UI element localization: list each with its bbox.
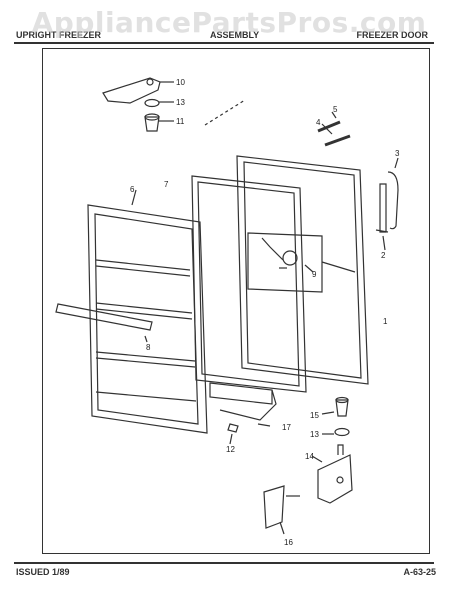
header-assembly: ASSEMBLY — [210, 30, 260, 40]
issued-date: ISSUED 1/89 — [16, 567, 70, 577]
callout-5: 5 — [333, 105, 338, 114]
bottom-washer — [334, 427, 350, 437]
latch-assembly — [282, 250, 298, 266]
callout-16: 16 — [284, 538, 293, 547]
callout-10: 10 — [176, 78, 185, 87]
callout-9: 9 — [312, 270, 317, 279]
door-shelf-bar — [55, 303, 153, 331]
callout-1: 1 — [383, 317, 388, 326]
bottom-trim — [209, 382, 273, 405]
top-washer — [144, 98, 160, 108]
top-bushing — [144, 116, 160, 132]
door-handle — [379, 183, 387, 233]
callout-12: 12 — [226, 445, 235, 454]
handle-cap-4 — [324, 134, 351, 147]
callout-4: 4 — [316, 118, 321, 127]
screw-12 — [227, 423, 239, 433]
bottom-bushing — [335, 399, 349, 417]
callout-3: 3 — [395, 149, 400, 158]
latch-inset — [247, 232, 323, 293]
header-rule — [14, 42, 434, 44]
bottom-hinge-bracket — [317, 454, 353, 504]
hinge-shim — [263, 485, 285, 529]
outer-door-panel — [236, 155, 369, 385]
handle-cap-5 — [317, 120, 341, 133]
callout-7: 7 — [164, 180, 169, 189]
callout-6: 6 — [130, 185, 135, 194]
callout-13-bottom: 13 — [310, 430, 319, 439]
callout-8: 8 — [146, 343, 151, 352]
callout-11: 11 — [176, 117, 185, 126]
footer-rule — [14, 562, 434, 564]
header-section: FREEZER DOOR — [356, 30, 428, 40]
callout-2: 2 — [381, 251, 386, 260]
header-category: UPRIGHT FREEZER — [16, 30, 102, 40]
callout-15: 15 — [310, 411, 319, 420]
diagram-frame — [42, 48, 430, 554]
inner-door-liner — [87, 204, 208, 434]
watermark: AppliancePartsPros.com — [31, 6, 427, 39]
handle-trim — [387, 171, 399, 230]
page-code: A-63-25 — [403, 567, 436, 577]
door-gasket — [191, 175, 307, 393]
callout-13-top: 13 — [176, 98, 185, 107]
top-hinge-plate — [102, 77, 161, 104]
callout-17: 17 — [282, 423, 291, 432]
callout-14: 14 — [305, 452, 314, 461]
